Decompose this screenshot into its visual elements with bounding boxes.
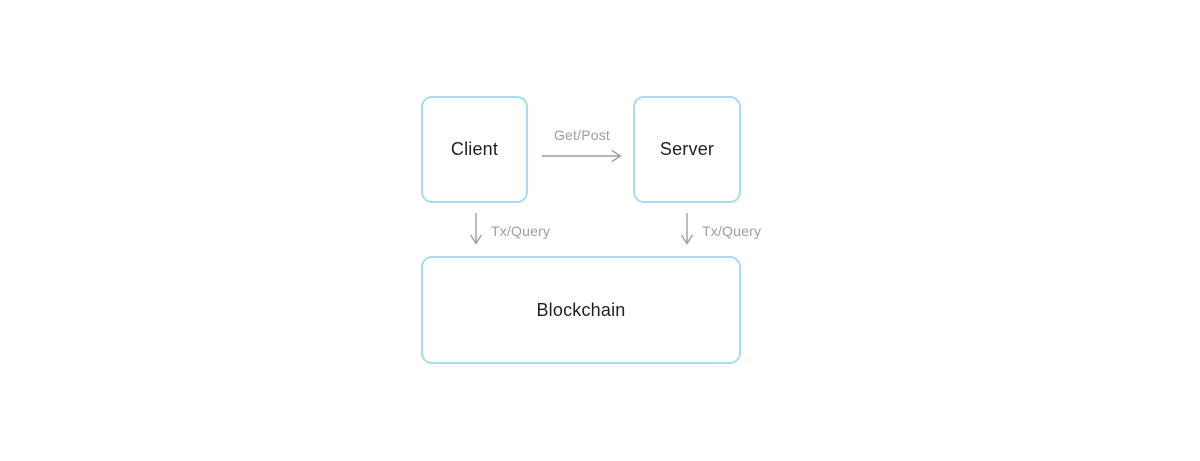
arrow-right-icon	[542, 149, 622, 163]
node-server: Server	[633, 96, 741, 203]
edge-getpost-label: Get/Post	[553, 127, 611, 143]
node-blockchain: Blockchain	[421, 256, 741, 364]
arrow-down-icon	[680, 213, 694, 245]
node-server-label: Server	[659, 139, 715, 159]
node-client: Client	[421, 96, 528, 203]
arrow-down-icon	[469, 213, 483, 245]
node-blockchain-label: Blockchain	[536, 299, 626, 320]
edge-server-tx-label: Tx/Query	[702, 223, 762, 239]
node-client-label: Client	[450, 139, 499, 159]
edge-client-tx-label: Tx/Query	[491, 223, 551, 239]
